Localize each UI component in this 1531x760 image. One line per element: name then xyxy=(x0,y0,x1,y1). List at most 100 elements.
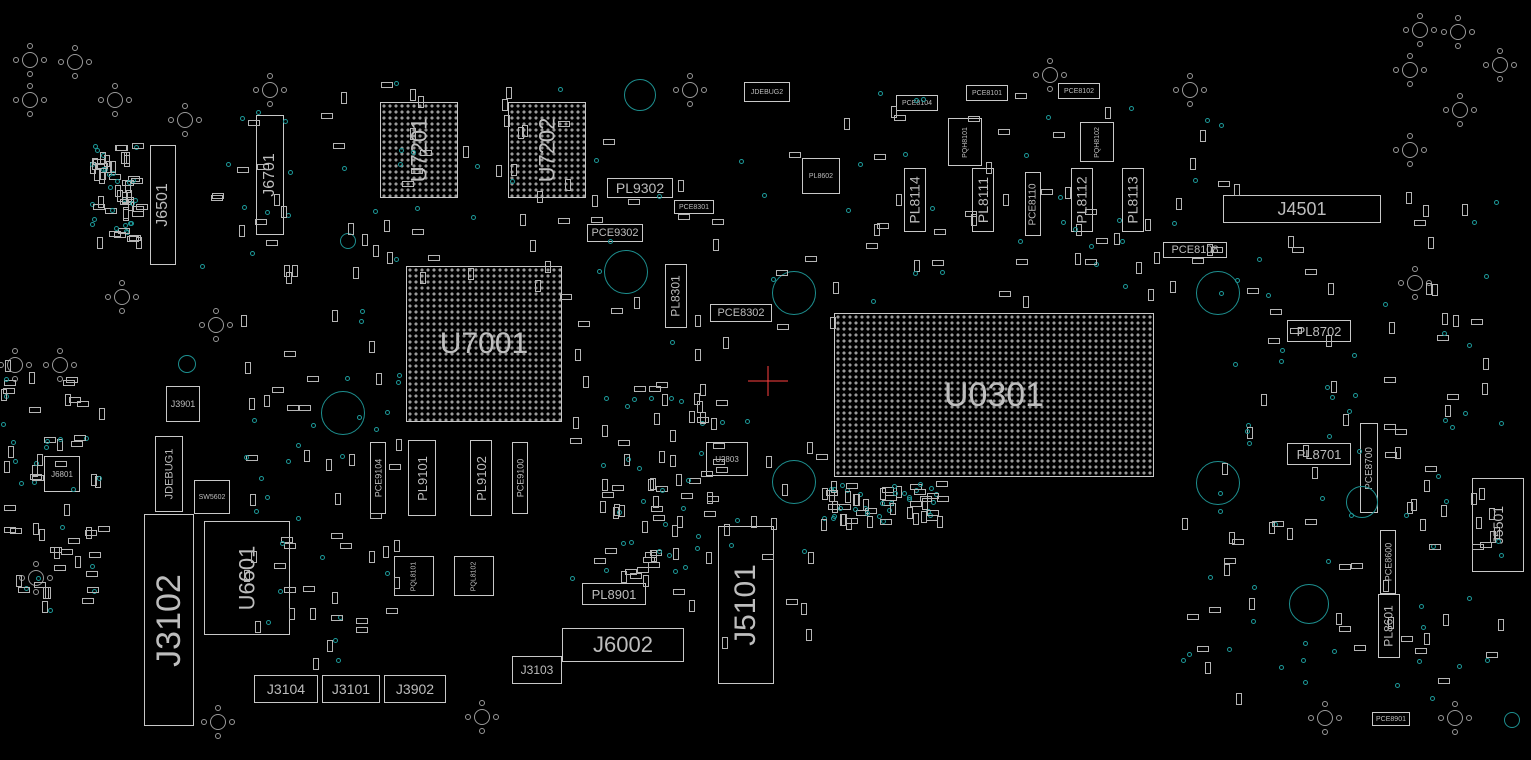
component-pce8901[interactable]: PCE8901 xyxy=(1372,712,1410,726)
component-pl8114[interactable]: PL8114 xyxy=(904,168,926,232)
via xyxy=(683,564,689,570)
component-pl8111[interactable]: PL8111 xyxy=(972,168,994,232)
component-u7202[interactable]: U7202 xyxy=(508,102,586,198)
via xyxy=(1418,603,1424,609)
component-pce9302[interactable]: PCE9302 xyxy=(587,224,643,242)
component-pce8102[interactable]: PCE8102 xyxy=(1058,83,1100,99)
component-j3103[interactable]: J3103 xyxy=(512,656,562,684)
component-pql8102[interactable]: PQL8102 xyxy=(454,556,494,596)
screw-hole xyxy=(1407,275,1423,291)
smd-pad xyxy=(831,501,838,514)
component-pl8602[interactable]: PL8602 xyxy=(802,158,840,194)
via xyxy=(471,214,477,220)
smd-pad xyxy=(694,348,701,361)
component-u0301[interactable]: U0301 xyxy=(834,313,1154,477)
via xyxy=(372,209,378,215)
via xyxy=(1404,512,1410,518)
component-pl8301[interactable]: PL8301 xyxy=(665,264,687,328)
component-pce8108[interactable]: PCE8108 xyxy=(1163,242,1227,258)
component-j3902[interactable]: J3902 xyxy=(384,675,446,703)
via xyxy=(374,427,380,433)
smd-pad xyxy=(655,381,668,388)
component-u7001[interactable]: U7001 xyxy=(406,266,562,422)
via xyxy=(876,514,882,520)
smd-pad xyxy=(1075,253,1082,266)
component-pce8101[interactable]: PCE8101 xyxy=(966,85,1008,101)
component-u7201[interactable]: U7201 xyxy=(380,102,458,198)
component-j6801[interactable]: J6801 xyxy=(44,456,80,492)
component-jdebug1[interactable]: JDEBUG1 xyxy=(155,436,183,512)
screw-hole xyxy=(1402,62,1418,78)
component-pqh8102[interactable]: PQH8102 xyxy=(1080,122,1114,162)
component-pce8104[interactable]: PCE8104 xyxy=(896,95,938,111)
smd-pad xyxy=(600,501,607,514)
component-pl8901[interactable]: PL8901 xyxy=(582,583,646,605)
screw-hole-pad xyxy=(1511,62,1517,68)
component-pl9101[interactable]: PL9101 xyxy=(408,440,436,516)
smd-pad xyxy=(815,453,828,460)
component-pl8701[interactable]: PL8701 xyxy=(1287,443,1351,465)
smd-pad xyxy=(273,562,286,569)
component-sw5602[interactable]: SW5602 xyxy=(194,480,230,514)
smd-pad xyxy=(574,349,581,362)
component-pl9302[interactable]: PL9302 xyxy=(607,178,673,198)
via xyxy=(1233,362,1239,368)
component-u6601[interactable]: U6601 xyxy=(204,521,290,635)
component-pl8113[interactable]: PL8113 xyxy=(1122,168,1144,232)
smd-pad xyxy=(501,98,508,111)
component-j3901[interactable]: J3901 xyxy=(166,386,200,422)
component-pl9102[interactable]: PL9102 xyxy=(470,440,492,516)
component-j3104[interactable]: J3104 xyxy=(254,675,318,703)
via xyxy=(100,167,106,173)
via xyxy=(657,193,663,199)
component-pce9104[interactable]: PCE9104 xyxy=(370,442,386,514)
component-pce8301[interactable]: PCE8301 xyxy=(674,200,714,214)
via xyxy=(695,545,701,551)
smd-pad xyxy=(31,465,38,478)
component-pqh8101[interactable]: PQH8101 xyxy=(948,118,982,166)
smd-pad xyxy=(320,112,333,119)
smd-pad xyxy=(1388,617,1395,630)
via xyxy=(597,269,603,275)
component-j6002[interactable]: J6002 xyxy=(562,628,684,662)
smd-pad xyxy=(33,522,40,535)
smd-pad xyxy=(98,171,105,184)
component-label: PCE9100 xyxy=(515,458,525,498)
component-j4501[interactable]: J4501 xyxy=(1223,195,1381,223)
via xyxy=(893,491,899,497)
via xyxy=(1128,105,1134,111)
component-pce9100[interactable]: PCE9100 xyxy=(512,442,528,514)
component-j5501[interactable]: J5501 xyxy=(1472,478,1524,572)
via xyxy=(1462,411,1468,417)
smd-pad xyxy=(1478,488,1485,501)
component-pl8112[interactable]: PL8112 xyxy=(1071,168,1093,232)
smd-pad xyxy=(383,546,390,559)
screw-hole-pad xyxy=(1443,107,1449,113)
component-pql8101[interactable]: PQL8101 xyxy=(394,556,434,596)
smd-pad xyxy=(1383,424,1396,431)
component-pl8601[interactable]: PL8601 xyxy=(1378,594,1400,658)
component-pce8600[interactable]: PCE8600 xyxy=(1380,530,1396,594)
smd-pad xyxy=(1148,288,1155,301)
smd-pad xyxy=(266,240,279,247)
component-jdebug2[interactable]: JDEBUG2 xyxy=(744,82,790,102)
smd-pad xyxy=(333,143,346,150)
smd-pad xyxy=(573,416,580,429)
component-j3102[interactable]: J3102 xyxy=(144,514,194,726)
smd-pad xyxy=(356,626,369,633)
component-j3101[interactable]: J3101 xyxy=(322,675,380,703)
via xyxy=(600,462,606,468)
component-label: JDEBUG1 xyxy=(163,448,175,500)
smd-pad xyxy=(114,144,127,151)
component-pce8110[interactable]: PCE8110 xyxy=(1025,172,1041,236)
component-j5101[interactable]: J5101 xyxy=(718,526,774,684)
screw-hole-pad xyxy=(86,59,92,65)
component-j6701[interactable]: J6701 xyxy=(256,115,284,235)
component-j6501[interactable]: J6501 xyxy=(150,145,176,265)
screw-hole-pad xyxy=(27,111,33,117)
component-pce8302[interactable]: PCE8302 xyxy=(710,304,772,322)
component-u2803[interactable]: U2803 xyxy=(706,442,748,476)
via xyxy=(1218,123,1224,129)
screw-hole-pad xyxy=(1407,133,1413,139)
